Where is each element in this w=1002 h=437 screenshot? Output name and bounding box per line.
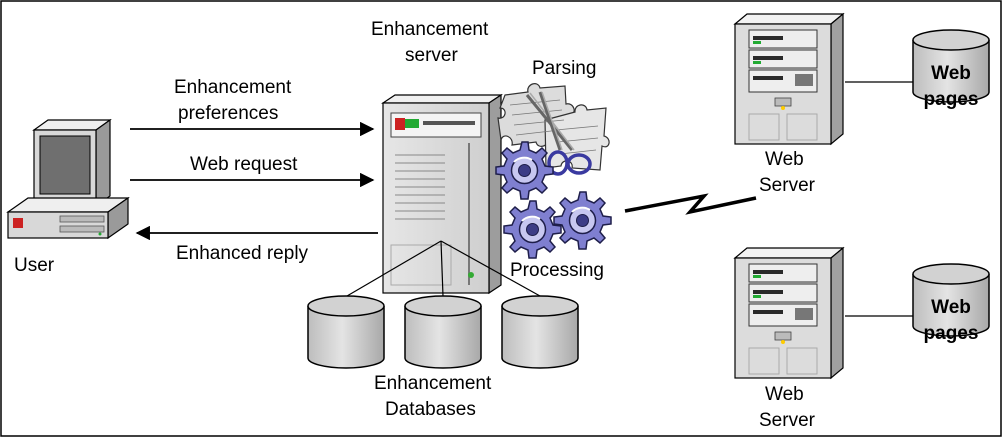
processing-step: Processing bbox=[495, 141, 612, 281]
lightning-icon bbox=[624, 193, 757, 215]
databases-label-line2: Databases bbox=[385, 399, 476, 420]
web-server-label-line1: Web bbox=[765, 149, 804, 170]
web-server-label-line1: Web bbox=[765, 384, 804, 405]
user-computer: User bbox=[6, 118, 130, 276]
computer-icon bbox=[6, 118, 130, 240]
server-label-line2: server bbox=[405, 45, 458, 66]
web-server-label-line2: Server bbox=[759, 410, 816, 431]
web-server-1: Web pages Web Server bbox=[734, 13, 990, 196]
preferences-label-line1: Enhancement bbox=[174, 77, 292, 98]
web-pages-label-line2: pages bbox=[924, 323, 979, 344]
server-label-line1: Enhancement bbox=[371, 19, 489, 40]
gear-icon bbox=[503, 200, 562, 259]
gear-icon bbox=[553, 191, 612, 250]
enhancement-databases: Enhancement Databases bbox=[307, 240, 579, 420]
database-icon bbox=[307, 295, 385, 369]
database-icon bbox=[501, 295, 579, 369]
preferences-label-line2: preferences bbox=[178, 103, 278, 124]
databases-label-line1: Enhancement bbox=[374, 373, 492, 394]
web-server-2: Web pages Web Server bbox=[734, 247, 990, 431]
processing-label: Processing bbox=[510, 260, 604, 281]
server-icon bbox=[734, 13, 844, 145]
request-label: Web request bbox=[190, 154, 298, 175]
database-icon bbox=[404, 295, 482, 369]
web-pages-label-line1: Web bbox=[931, 297, 971, 318]
web-pages-label-line2: pages bbox=[924, 89, 979, 110]
web-pages-label-line1: Web bbox=[931, 63, 971, 84]
parsing-label: Parsing bbox=[532, 58, 596, 79]
reply-label: Enhanced reply bbox=[176, 243, 309, 264]
flow-arrows: Enhancement preferences Web request Enha… bbox=[130, 77, 378, 264]
enhancement-server: Enhancement server bbox=[371, 19, 502, 294]
gear-icon bbox=[495, 141, 554, 200]
server-icon bbox=[734, 247, 844, 379]
scissors-icon bbox=[525, 91, 592, 176]
user-label: User bbox=[14, 255, 55, 276]
parsing-step: Parsing bbox=[497, 58, 610, 176]
web-server-label-line2: Server bbox=[759, 175, 816, 196]
